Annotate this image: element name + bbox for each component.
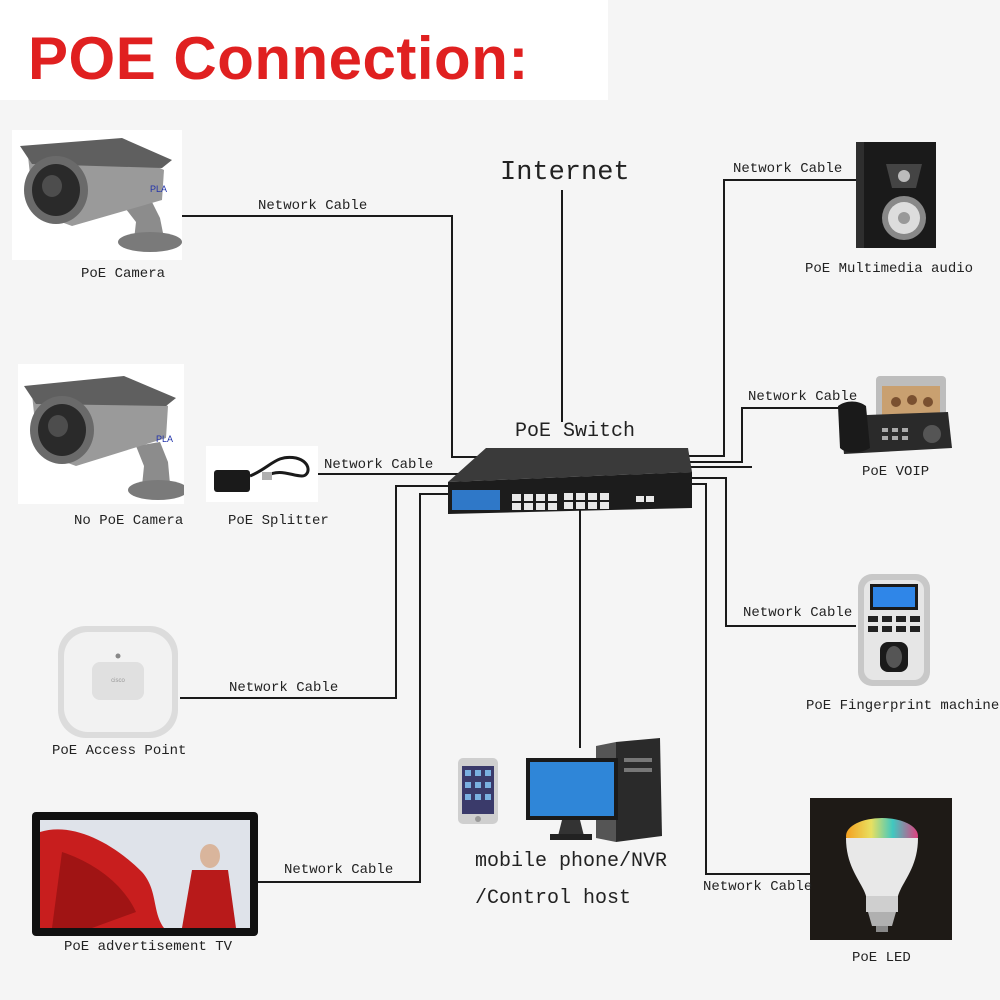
host-label-line2: /Control host — [475, 887, 632, 910]
cable-label-fingerprint: Network Cable — [743, 605, 853, 621]
voip-phone-icon — [838, 376, 952, 454]
mobile-phone-icon — [458, 758, 498, 824]
cable-label-led: Network Cable — [703, 879, 813, 895]
svg-text:PLA: PLA — [150, 184, 167, 194]
led-bulb-icon — [810, 798, 952, 940]
wire-poe-camera — [170, 215, 488, 458]
wire-access-point — [180, 485, 455, 699]
no-poe-camera-label: No PoE Camera — [74, 513, 184, 529]
cable-label-voip: Network Cable — [748, 389, 858, 405]
poe-audio-label: PoE Multimedia audio — [805, 261, 974, 277]
poe-camera-icon: PLA — [12, 130, 182, 260]
svg-text:PLA: PLA — [156, 434, 173, 444]
cable-label-audio: Network Cable — [733, 161, 843, 177]
wire-led — [686, 483, 810, 875]
cable-label-camera: Network Cable — [258, 198, 368, 214]
title-banner: POE Connection: — [0, 0, 608, 100]
ad-tv-icon — [32, 812, 258, 936]
host-label-line1: mobile phone/NVR — [475, 850, 668, 873]
desktop-computer-icon — [526, 738, 662, 842]
poe-switch-icon — [448, 448, 692, 514]
wire-ad-tv — [258, 493, 452, 883]
poe-access-point-label: PoE Access Point — [52, 743, 187, 759]
speaker-icon — [856, 142, 936, 248]
cable-label-access-point: Network Cable — [229, 680, 339, 696]
no-poe-camera-icon: PLA — [18, 364, 184, 504]
poe-splitter-label: PoE Splitter — [228, 513, 329, 529]
cable-label-splitter: Network Cable — [324, 457, 434, 473]
poe-splitter-icon — [206, 446, 318, 502]
poe-led-label: PoE LED — [852, 950, 911, 966]
page-title: POE Connection: — [28, 25, 529, 92]
cable-label-ad-tv: Network Cable — [284, 862, 394, 878]
poe-fingerprint-label: PoE Fingerprint machine — [806, 698, 1000, 714]
poe-voip-label: PoE VOIP — [862, 464, 930, 480]
fingerprint-machine-icon — [858, 574, 930, 686]
poe-camera-label: PoE Camera — [81, 266, 166, 282]
wire-audio — [688, 179, 856, 457]
poe-switch-label: PoE Switch — [515, 420, 636, 443]
poe-ad-tv-label: PoE advertisement TV — [64, 939, 233, 955]
svg-text:cisco: cisco — [111, 678, 125, 684]
access-point-icon: cisco — [58, 626, 178, 738]
wire-voip — [688, 407, 856, 463]
wire-fingerprint — [680, 477, 856, 627]
internet-label: Internet — [500, 158, 630, 188]
